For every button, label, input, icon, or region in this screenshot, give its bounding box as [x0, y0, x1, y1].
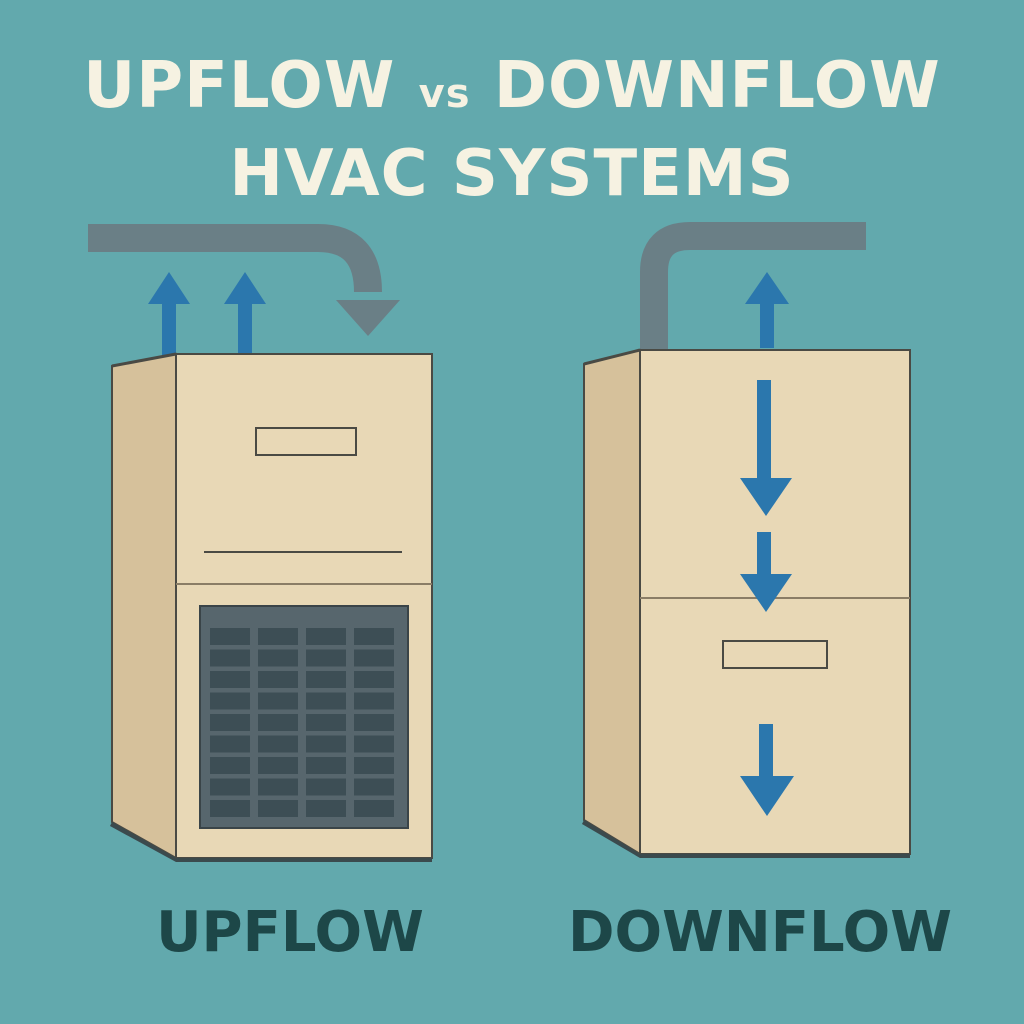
upflow-air-arrow-2	[224, 272, 266, 356]
downflow-label-slot	[722, 640, 828, 669]
grille-cell	[354, 671, 394, 688]
upflow-caption: UPFLOW	[156, 900, 424, 965]
grille-cell	[258, 628, 298, 645]
downflow-air-arrow-1	[740, 380, 792, 516]
grille-cell	[306, 757, 346, 774]
grille-cell	[258, 714, 298, 731]
grille-cell	[210, 800, 250, 817]
downflow-air-arrow-2	[740, 532, 792, 612]
grille-cell	[306, 714, 346, 731]
grille-cell	[258, 800, 298, 817]
grille-cell	[354, 692, 394, 710]
grille-cell	[306, 800, 346, 817]
grille-cell	[354, 714, 394, 731]
grille-cell	[258, 778, 298, 796]
downflow-supply-duct	[640, 222, 866, 350]
upflow-supply-duct	[88, 224, 382, 293]
grille-cell	[210, 735, 250, 753]
grille-cell	[354, 800, 394, 817]
grille-cell	[306, 671, 346, 688]
title-upflow-word: UPFLOW	[83, 49, 396, 123]
upflow-air-arrow-1	[148, 272, 190, 356]
upflow-return-grille	[199, 605, 409, 829]
grille-cell	[258, 671, 298, 688]
grille-cell	[354, 628, 394, 645]
grille-cell	[354, 735, 394, 753]
grille-cell	[258, 735, 298, 753]
upflow-duct-arrowhead	[336, 300, 400, 336]
downflow-caption: DOWNFLOW	[567, 900, 953, 965]
grille-cell	[210, 649, 250, 667]
title-downflow-word: DOWNFLOW	[493, 49, 941, 123]
grille-cell	[210, 628, 250, 645]
grille-cell	[306, 628, 346, 645]
title-vs-word: vs	[418, 71, 471, 117]
diagram-title-line-1: UPFLOW vs DOWNFLOW	[0, 46, 1024, 134]
grille-cell	[258, 757, 298, 774]
grille-cell	[354, 778, 394, 796]
upflow-unit	[88, 224, 433, 862]
downflow-return-arrow	[745, 272, 789, 348]
diagram-title-line-2: HVAC SYSTEMS	[229, 137, 795, 211]
upflow-label-slot	[255, 427, 357, 456]
downflow-air-arrow-3	[740, 724, 794, 816]
grille-cell	[210, 714, 250, 731]
grille-cell	[306, 735, 346, 753]
grille-cell	[210, 778, 250, 796]
grille-cell	[354, 649, 394, 667]
upflow-cabinet-side	[111, 352, 177, 860]
grille-cell	[306, 692, 346, 710]
grille-cell	[258, 692, 298, 710]
grille-cell	[306, 778, 346, 796]
grille-cell	[306, 649, 346, 667]
grille-cell	[210, 757, 250, 774]
downflow-unit	[582, 222, 911, 858]
downflow-cabinet-side	[583, 348, 641, 856]
grille-cell	[258, 649, 298, 667]
grille-cell	[354, 757, 394, 774]
grille-cell	[210, 692, 250, 710]
grille-cell	[210, 671, 250, 688]
